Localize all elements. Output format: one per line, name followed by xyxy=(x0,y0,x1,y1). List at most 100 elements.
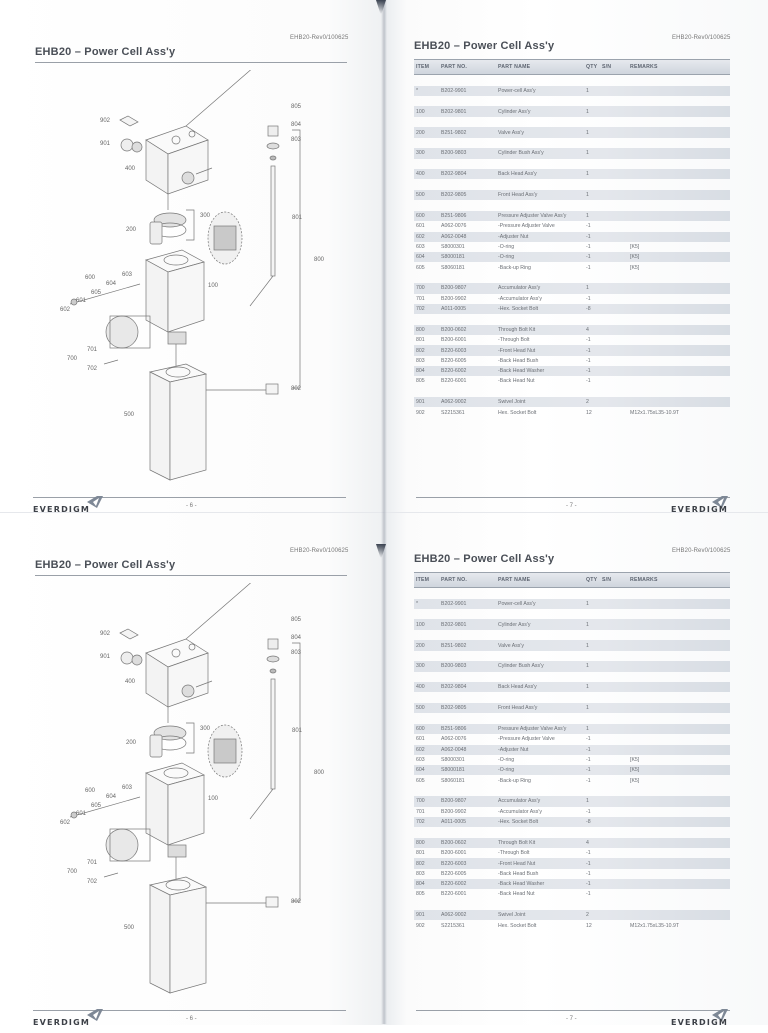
callout-200: 200 xyxy=(126,740,137,746)
cell-qty: -1 xyxy=(586,233,591,240)
cell-part-no: B200-9807 xyxy=(441,798,467,805)
cell-part-name: -Adjuster Nut xyxy=(498,233,529,240)
cell-part-name: Cylinder Bush Ass'y xyxy=(498,663,544,670)
cell-qty: -1 xyxy=(586,767,591,774)
callout-701: 701 xyxy=(87,347,98,353)
cell-part-no: B220-6002 xyxy=(441,881,467,888)
page-title: EHB20 – Power Cell Ass'y xyxy=(35,46,176,58)
cell-remarks: [K5] xyxy=(630,264,640,271)
cell-part-name: -Back-up Ring xyxy=(498,777,531,784)
binding-mark xyxy=(376,544,386,558)
page-right-parts-list: EHB20-Rev0/100625 EHB20 – Power Cell Ass… xyxy=(384,513,768,1027)
cell-part-no: B200-9803 xyxy=(441,663,467,670)
cell-remarks: [K5] xyxy=(630,756,640,763)
brand-name: EVERDIGM xyxy=(33,505,91,514)
cell-qty: -1 xyxy=(586,254,591,261)
cell-item: 602 xyxy=(416,746,425,753)
cell-qty: 2 xyxy=(586,912,589,919)
spread-top: EHB20-Rev0/100625 EHB20 – Power Cell Ass… xyxy=(0,0,768,514)
cell-part-name: Back Head Ass'y xyxy=(498,684,537,691)
cell-part-no: B251-9802 xyxy=(441,129,467,136)
cell-item: 901 xyxy=(416,912,425,919)
cell-qty: 2 xyxy=(586,399,589,406)
callout-602: 602 xyxy=(60,820,71,826)
col-qty: QTY xyxy=(586,64,598,70)
table-header: ITEM PART NO. PART NAME QTY S/N REMARKS xyxy=(414,59,730,75)
cell-part-no: A011-0005 xyxy=(441,819,466,826)
cell-part-no: A062-0076 xyxy=(441,223,467,230)
cell-qty: -1 xyxy=(586,337,591,344)
cell-item: 605 xyxy=(416,264,425,271)
cell-part-no: B200-6001 xyxy=(441,337,467,344)
cell-part-no: B220-6002 xyxy=(441,368,467,375)
cell-part-name: Cylinder Ass'y xyxy=(498,108,531,115)
cell-part-name: Hex. Socket Bolt xyxy=(498,409,537,416)
cell-part-name: -Through Bolt xyxy=(498,850,530,857)
power-cell-exploded-view-icon xyxy=(69,572,301,994)
cell-qty: 1 xyxy=(586,684,589,691)
col-qty: QTY xyxy=(586,577,598,583)
cell-item: 803 xyxy=(416,357,425,364)
callout-901: 901 xyxy=(100,141,111,147)
cell-part-no: A062-0048 xyxy=(441,746,467,753)
cell-part-name: -Back Head Washer xyxy=(498,881,545,888)
cell-part-name: Valve Ass'y xyxy=(498,129,524,136)
cell-qty: -1 xyxy=(586,736,591,743)
cell-item: 803 xyxy=(416,870,425,877)
cell-part-no: B251-9806 xyxy=(441,213,467,220)
footer-divider xyxy=(33,497,346,498)
cell-part-no: A011-0005 xyxy=(441,306,466,313)
cell-qty: -1 xyxy=(586,746,591,753)
everdigm-mark-icon xyxy=(712,496,728,508)
cell-item: 802 xyxy=(416,860,425,867)
title-divider xyxy=(35,575,347,576)
cell-qty: 1 xyxy=(586,285,589,292)
callout-400: 400 xyxy=(125,679,136,685)
callout-500: 500 xyxy=(124,925,135,931)
cell-item: 400 xyxy=(416,171,425,178)
callout-300: 300 xyxy=(200,726,211,732)
cell-qty: -1 xyxy=(586,777,591,784)
page-title: EHB20 – Power Cell Ass'y xyxy=(414,40,555,52)
cell-part-name: Through Bolt Kit xyxy=(498,326,536,333)
table-header: ITEM PART NO. PART NAME QTY S/N REMARKS xyxy=(414,572,730,588)
cell-qty: -1 xyxy=(586,368,591,375)
cell-part-name: Swivel Joint xyxy=(498,399,526,406)
cell-part-no: B200-9902 xyxy=(441,808,467,815)
cell-part-no: B202-9804 xyxy=(441,684,467,691)
book-gutter xyxy=(381,512,387,1024)
cell-part-name: -Back Head Bush xyxy=(498,870,539,877)
callout-700: 700 xyxy=(67,869,78,875)
cell-part-no: B200-9803 xyxy=(441,150,467,157)
cell-remarks: [K5] xyxy=(630,254,640,261)
cell-qty: 1 xyxy=(586,621,589,628)
col-sn: S/N xyxy=(602,577,612,583)
brand-name: EVERDIGM xyxy=(670,1018,728,1027)
col-part-no: PART NO. xyxy=(441,577,467,583)
callout-603: 603 xyxy=(122,785,133,791)
page-number: - 7 - xyxy=(566,1016,577,1022)
callout-803: 803 xyxy=(291,137,302,143)
callout-802: 802 xyxy=(291,899,302,905)
cell-part-no: A062-0076 xyxy=(441,736,467,743)
cell-part-name: Cylinder Bush Ass'y xyxy=(498,150,544,157)
cell-part-name: -Back Head Bush xyxy=(498,357,539,364)
callout-605: 605 xyxy=(91,290,102,296)
cell-item: 605 xyxy=(416,777,425,784)
cell-part-no: B251-9802 xyxy=(441,642,467,649)
cell-qty: 12 xyxy=(586,922,592,929)
cell-item: 600 xyxy=(416,726,425,733)
